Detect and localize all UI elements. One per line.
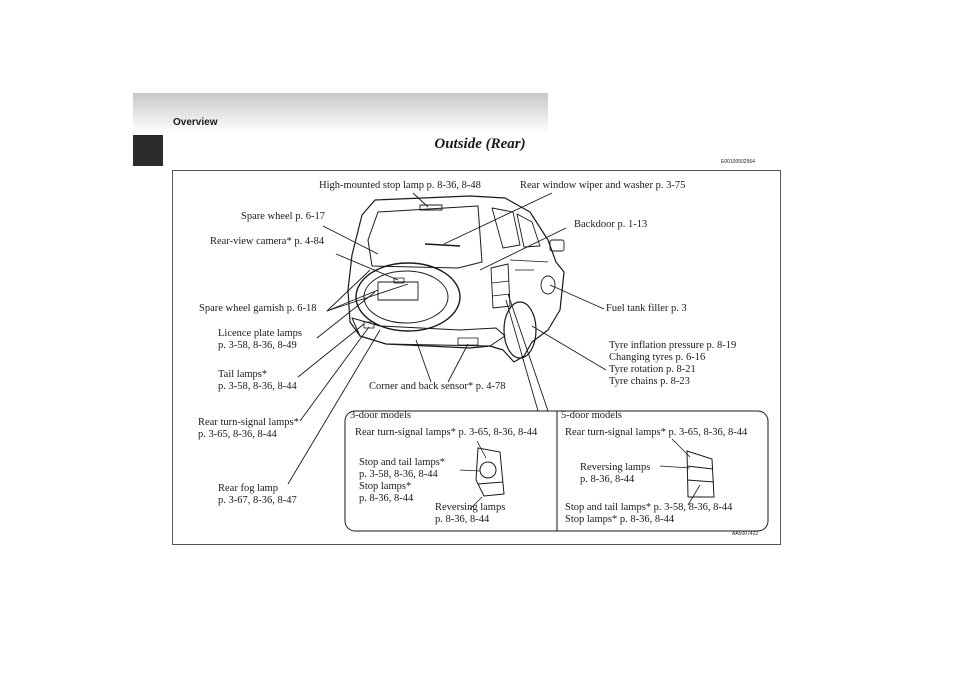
page-tab-marker bbox=[133, 135, 163, 166]
leader-lamp-to-box bbox=[507, 293, 549, 412]
three-door-lamp-drawing bbox=[459, 440, 505, 510]
section-label: Overview bbox=[173, 117, 218, 128]
leader-licence bbox=[316, 291, 376, 339]
licence-plate bbox=[377, 281, 419, 301]
leader-lamp-to-box-2 bbox=[505, 299, 539, 412]
leader-sensor-1 bbox=[415, 339, 432, 383]
header-band bbox=[133, 93, 548, 133]
leader-fuel bbox=[549, 284, 605, 310]
leader-garnish-3 bbox=[326, 289, 379, 312]
five-door-turn-signal: Rear turn-signal lamps* p. 3-65, 8-36, 8… bbox=[565, 427, 748, 438]
high-mounted-stop-lamp bbox=[419, 204, 443, 211]
side-window-rear bbox=[516, 213, 541, 248]
vehicle-body-outline bbox=[347, 195, 565, 363]
three-door-heading: 3-door models bbox=[350, 410, 411, 421]
callout-licence-plate-lamps: Licence plate lamps p. 3-58, 8-36, 8-49 bbox=[218, 328, 302, 351]
five-door-lamp-drawing bbox=[659, 438, 715, 506]
rear-fog-lamp bbox=[363, 321, 375, 329]
page-title: Outside (Rear) bbox=[434, 136, 526, 152]
leader-sensor-2 bbox=[447, 343, 469, 383]
five-door-heading: 5-door models bbox=[561, 410, 622, 421]
side-window-front bbox=[491, 207, 521, 249]
leader-turn-signal bbox=[299, 326, 370, 422]
callout-fuel-tank-filler: Fuel tank filler p. 3 bbox=[606, 303, 687, 314]
back-sensor bbox=[457, 337, 479, 346]
callout-tail-lamps: Tail lamps* p. 3-58, 8-36, 8-44 bbox=[218, 369, 297, 392]
callout-rear-fog-lamp: Rear fog lamp p. 3-67, 8-36, 8-47 bbox=[218, 483, 297, 506]
callout-backdoor: Backdoor p. 1-13 bbox=[574, 219, 648, 230]
callout-leaders bbox=[287, 192, 607, 485]
spare-wheel-garnish bbox=[363, 270, 449, 324]
leader-wiper bbox=[443, 192, 553, 245]
leader-tyre bbox=[531, 325, 607, 371]
leader-backdoor bbox=[479, 227, 567, 271]
callout-spare-wheel-garnish: Spare wheel garnish p. 6-18 bbox=[199, 303, 317, 314]
five-door-reversing: Reversing lamps p. 8-36, 8-44 bbox=[580, 462, 651, 485]
figure-code: AA5007422 bbox=[732, 531, 759, 537]
callout-spare-wheel: Spare wheel p. 6-17 bbox=[241, 211, 325, 222]
callout-rear-view-camera: Rear-view camera* p. 4-84 bbox=[210, 236, 325, 247]
callout-tyre-info: Tyre inflation pressure p. 8-19 Changing… bbox=[609, 340, 737, 387]
side-mirror bbox=[549, 239, 565, 252]
rear-bumper bbox=[351, 317, 506, 347]
three-door-reversing: Reversing lamps p. 8-36, 8-44 bbox=[435, 502, 506, 525]
document-code: E00100502564 bbox=[721, 159, 755, 165]
leader-tail-lamps bbox=[297, 323, 365, 378]
rear-tyre bbox=[503, 301, 537, 359]
leader-high-mount bbox=[412, 192, 429, 208]
callout-high-mounted-stop-lamp: High-mounted stop lamp p. 8-36, 8-48 bbox=[319, 180, 481, 191]
figure-frame bbox=[172, 170, 781, 545]
rear-window bbox=[367, 205, 483, 269]
rear-view-camera bbox=[393, 277, 405, 284]
fuel-tank-filler-door bbox=[540, 275, 556, 295]
three-door-turn-signal: Rear turn-signal lamps* p. 3-65, 8-36, 8… bbox=[355, 427, 538, 438]
callout-rear-turn-signal-lamps: Rear turn-signal lamps* p. 3-65, 8-36, 8… bbox=[198, 417, 299, 440]
rear-combination-lamp bbox=[490, 263, 511, 309]
leader-camera bbox=[335, 253, 399, 281]
callout-corner-back-sensor: Corner and back sensor* p. 4-78 bbox=[369, 381, 506, 392]
leader-garnish-1 bbox=[326, 269, 371, 312]
leader-spare-wheel bbox=[322, 225, 379, 255]
five-door-stop-tail: Stop and tail lamps* p. 3-58, 8-36, 8-44… bbox=[565, 502, 733, 525]
spare-wheel bbox=[355, 262, 461, 332]
callout-rear-window-wiper: Rear window wiper and washer p. 3-75 bbox=[520, 180, 686, 191]
leader-fog-lamp bbox=[287, 329, 381, 485]
rear-wiper bbox=[424, 243, 461, 247]
three-door-stop-tail: Stop and tail lamps* p. 3-58, 8-36, 8-44… bbox=[359, 457, 446, 504]
